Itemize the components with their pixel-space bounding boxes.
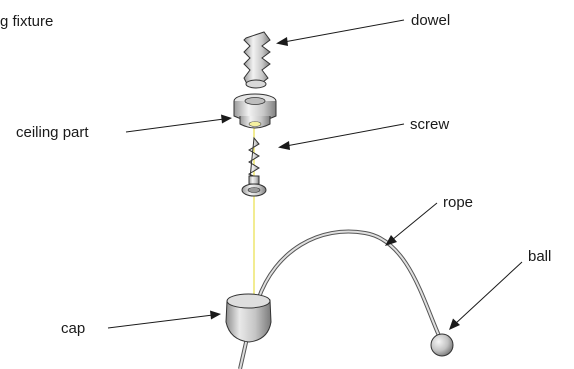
rope-outline [256,229,442,340]
screw-part [241,136,267,197]
dowel-part [243,31,271,89]
ball-leader [449,261,523,330]
dowel-leader [276,19,405,46]
rope-leader [385,202,438,246]
rope-label: rope [443,194,473,211]
rope-part [257,230,441,339]
diagram-title: g fixture [0,13,53,30]
dowel-label: dowel [411,12,450,29]
ball-part [430,333,454,357]
screw-label: screw [410,116,449,133]
ceiling-part-leader [125,114,232,133]
cap-part [225,293,272,343]
cap-label: cap [61,320,85,337]
cap-leader [107,310,221,329]
ball-label: ball [528,248,551,265]
screw-leader [278,123,405,150]
ceiling-part-label: ceiling part [16,124,89,141]
ceiling-part [233,93,277,129]
cable-part [239,337,248,369]
